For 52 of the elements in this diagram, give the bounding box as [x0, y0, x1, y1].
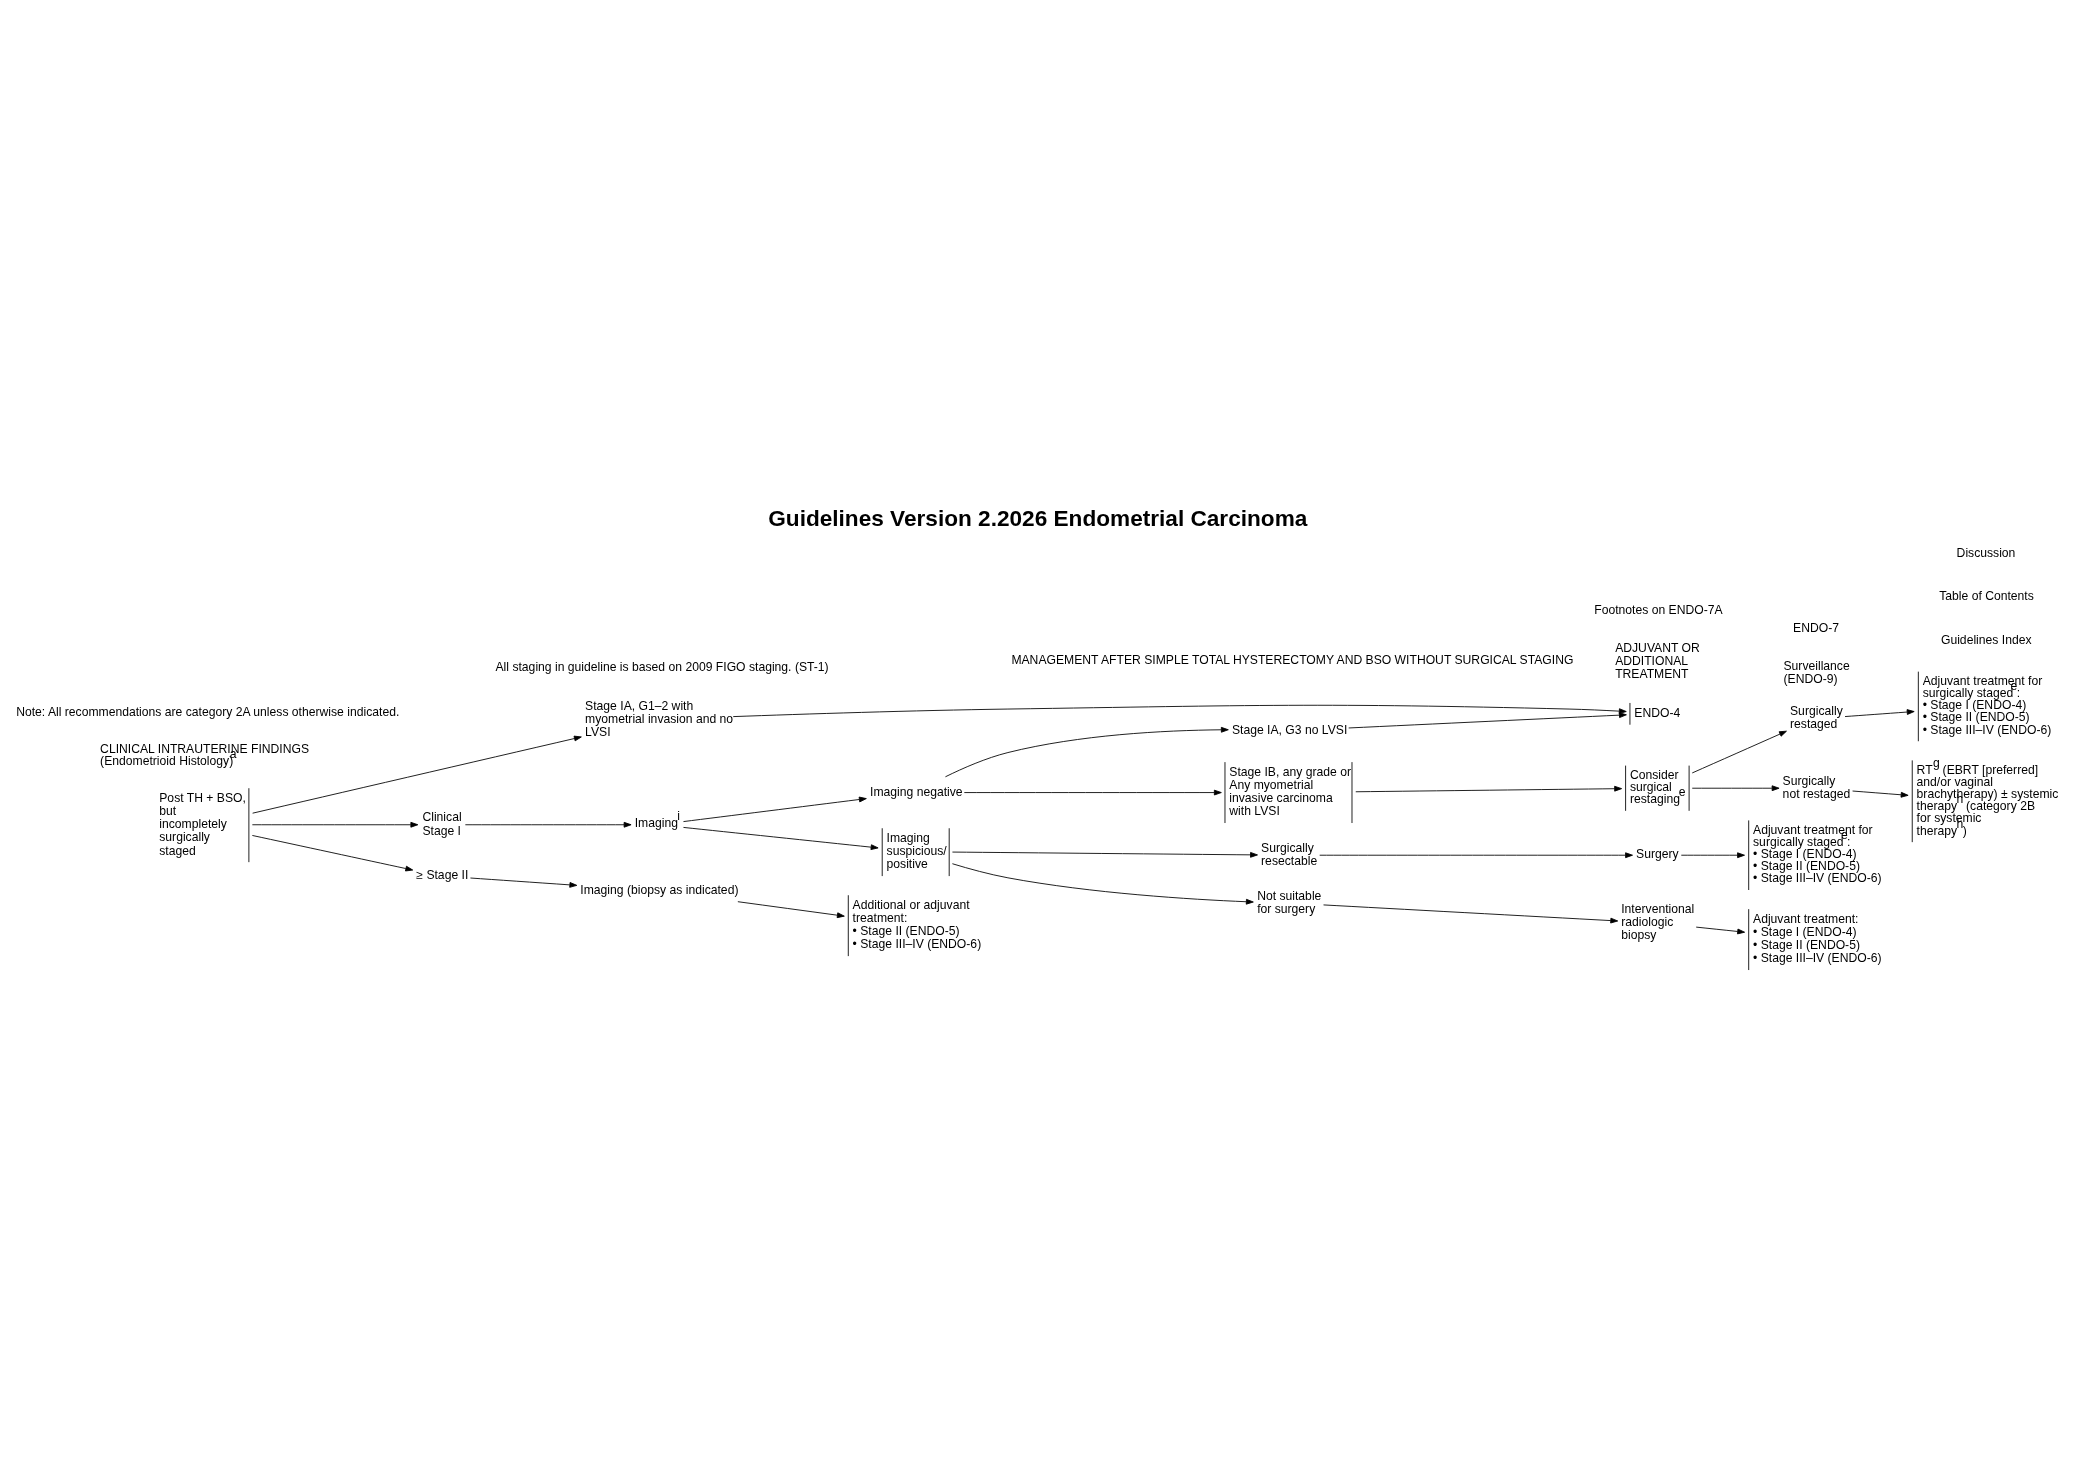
label: ENDO-7 — [1793, 621, 1839, 636]
node-text: Imaging suspicious/ positive — [886, 831, 947, 872]
label: Note: All recommendations are category 2A unless otherwise indicated. — [16, 704, 400, 719]
arrow — [1355, 785, 1623, 793]
arrow — [1680, 852, 1745, 859]
node-text: ≥ Stage II — [416, 868, 469, 883]
label: MANAGEMENT AFTER SIMPLE TOTAL HYSTERECTOMY AND BSO WITHOUT SURGICAL STAGING — [1011, 653, 1574, 668]
arrow — [732, 704, 1627, 718]
arrow — [251, 835, 414, 872]
node-text: Adjuvant treatment: • Stage I (ENDO-4) • Stage II (ENDO-5) • Stage III–IV (ENDO-6) — [1753, 912, 1882, 966]
arrow — [683, 796, 867, 822]
arrow — [1319, 852, 1633, 859]
arrow — [1691, 730, 1787, 774]
node-text: Interventional radiologic biopsy — [1621, 902, 1695, 943]
arrow — [470, 877, 578, 888]
arrow — [951, 863, 1254, 905]
arrow — [464, 821, 632, 828]
arrow — [683, 827, 879, 851]
label: Table of Contents — [1939, 589, 2034, 604]
label: ADJUVANT OR ADDITIONAL TREATMENT — [1615, 641, 1700, 682]
label: Surveillance (ENDO-9) — [1783, 659, 1850, 687]
node-text: Surgically not restaged — [1782, 773, 1851, 801]
arrow — [1691, 785, 1780, 792]
diagram-title: Guidelines Version 2.2026 Endometrial Carcinoma — [768, 506, 1308, 532]
label: Guidelines Index — [1940, 632, 2032, 647]
node-text: Stage IA, G3 no LVSI — [1231, 723, 1348, 738]
node-text: ENDO-4 — [1634, 706, 1681, 721]
node-text: Surgically restaged — [1790, 704, 1843, 732]
arrow — [1695, 926, 1746, 935]
node-text: Post TH + BSO, but incompletely surgically staged — [159, 791, 246, 858]
arrow — [252, 735, 582, 814]
node-text: Imaging (biopsy as indicated) — [580, 883, 739, 898]
node-text: Stage IB, any grade or Any myometrial invasive carcinoma with LVSI — [1229, 765, 1351, 819]
node-text: Clinical Stage I — [422, 810, 462, 838]
arrow — [1323, 904, 1619, 924]
label: Discussion — [1956, 545, 2016, 560]
node-text: Stage IA, G1–2 with myometrial invasion and no LVSI — [585, 698, 734, 739]
arrow — [1348, 712, 1627, 729]
label: Footnotes on ENDO-7A — [1594, 602, 1723, 617]
arrow — [945, 726, 1229, 778]
arrow — [737, 901, 845, 919]
node-text: Imaging negative — [870, 784, 963, 799]
arrow — [952, 851, 1258, 858]
node-text: Surgically resectable — [1261, 840, 1318, 868]
node-text: Surgery — [1636, 847, 1679, 862]
arrow — [963, 789, 1222, 796]
arrow — [1844, 709, 1915, 717]
node-text: Additional or adjuvant treatment: • Stage II (ENDO-5) • Stage III–IV (ENDO-6) — [852, 898, 982, 952]
label: All staging in guideline is based on 2009 FIGO staging. (ST-1) — [495, 660, 829, 675]
node-text: Not suitable for surgery — [1257, 888, 1322, 916]
arrow — [251, 821, 419, 828]
arrow — [1852, 790, 1909, 798]
